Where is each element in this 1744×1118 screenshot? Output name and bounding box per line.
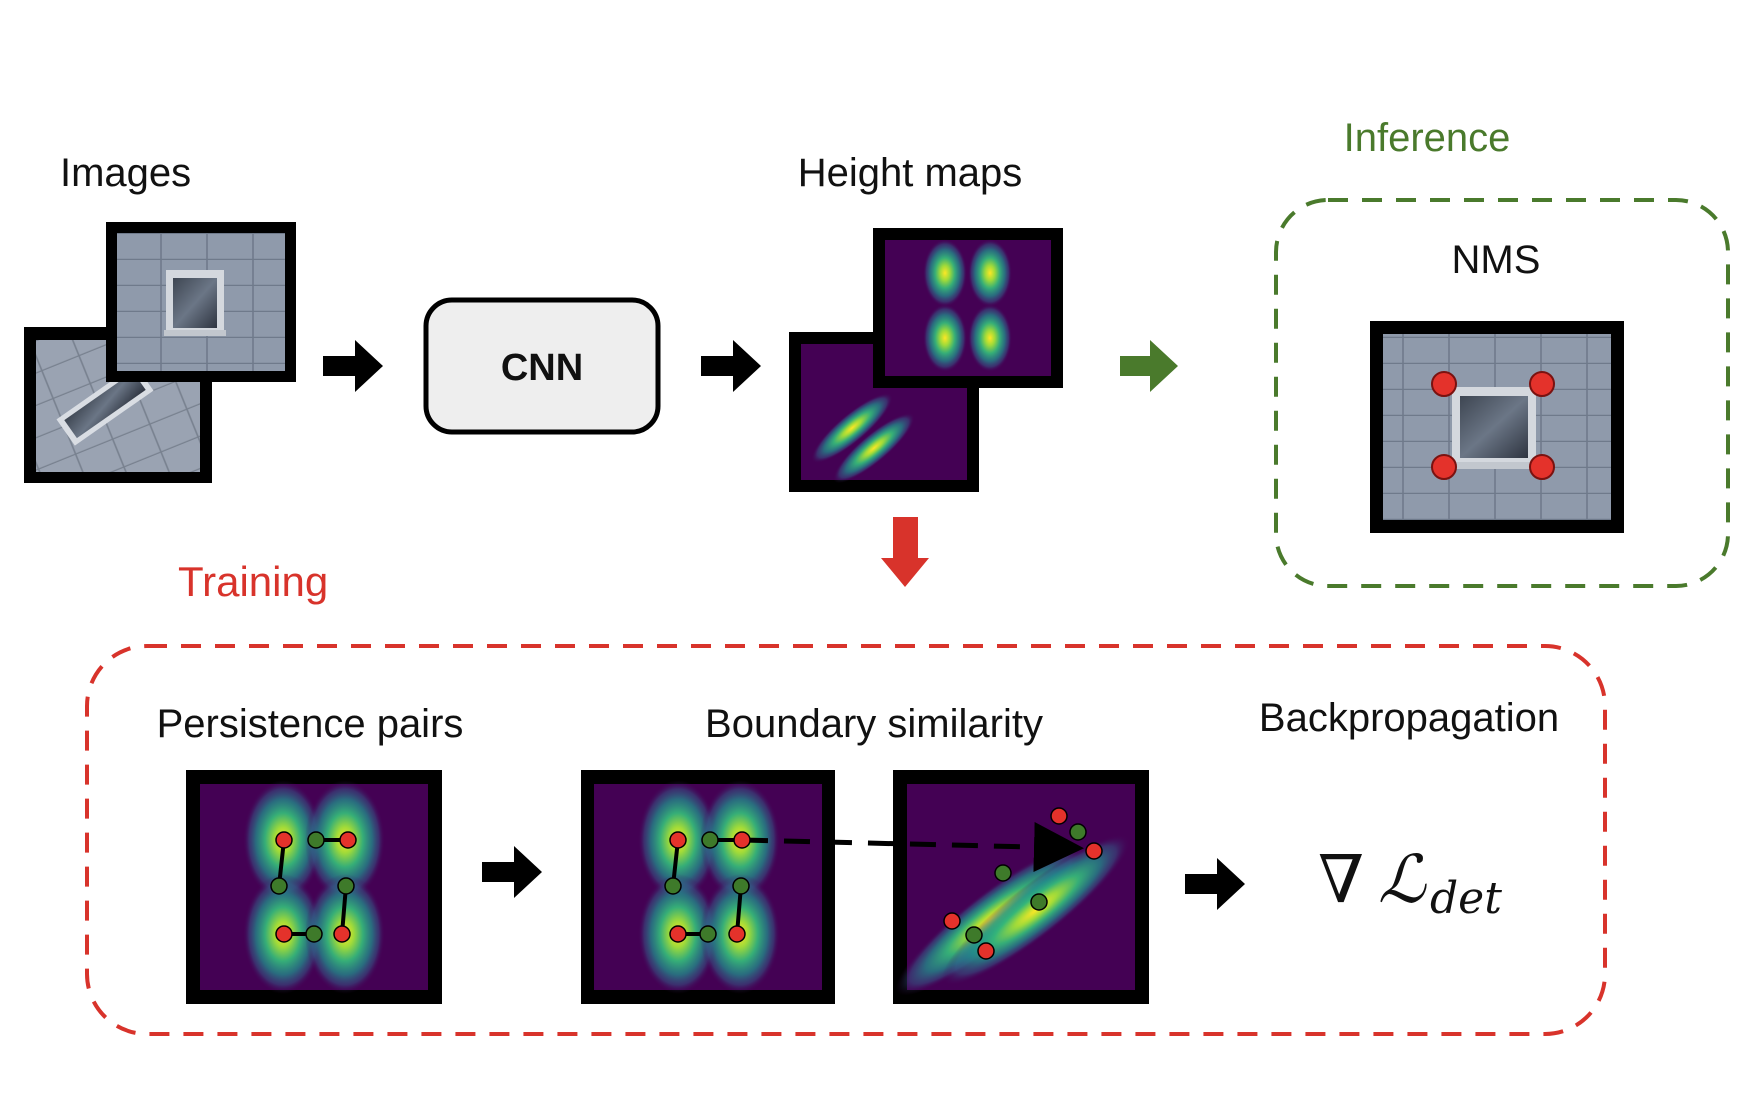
cnn-label: CNN [501, 347, 583, 389]
similarity-green-point [699, 925, 717, 943]
persistence-green-point [307, 831, 325, 849]
arrow-icon [701, 340, 761, 392]
boundary-similarity-map-1 [581, 770, 835, 1004]
nabla-symbol: ∇ [1318, 841, 1364, 918]
persistence-red-point [339, 831, 357, 849]
nms-label: NMS [1452, 238, 1541, 282]
persistence-pairs-map [186, 770, 442, 1004]
persistence-green-point [337, 877, 355, 895]
similarity-red-point [943, 912, 961, 930]
matching-dashed-arrow [741, 822, 1084, 873]
persistence-pairs-label: Persistence pairs [157, 702, 464, 746]
arrow-icon [323, 340, 383, 392]
similarity-red-point [669, 925, 687, 943]
cnn-block [423, 297, 661, 435]
similarity-green-point [732, 877, 750, 895]
inference-label: Inference [1344, 116, 1511, 160]
similarity-red-point [977, 942, 995, 960]
persistence-red-point [333, 925, 351, 943]
images-label: Images [60, 151, 191, 195]
backpropagation-label: Backpropagation [1259, 696, 1559, 740]
similarity-green-point [701, 831, 719, 849]
detected-corner-point [1529, 371, 1555, 397]
detected-corner-point [1529, 454, 1555, 480]
loss-subscript: det [1430, 873, 1502, 924]
training-box [85, 644, 1607, 1036]
arrow-icon [1185, 858, 1245, 910]
training-down-arrow-icon [881, 517, 929, 587]
detected-corner-point [1431, 371, 1457, 397]
height-maps-label: Height maps [798, 151, 1023, 195]
loss-symbol: ℒ [1378, 841, 1427, 918]
similarity-green-point [1069, 823, 1087, 841]
persistence-green-point [270, 877, 288, 895]
persistence-red-point [275, 925, 293, 943]
input-image-front [106, 222, 296, 382]
boundary-similarity-label: Boundary similarity [705, 702, 1043, 746]
nms-result-image [1370, 321, 1624, 533]
detected-corner-point [1431, 454, 1457, 480]
arrow-icon [482, 846, 542, 898]
similarity-green-point [1030, 893, 1048, 911]
inference-box [1274, 198, 1730, 588]
similarity-red-point [1085, 842, 1103, 860]
similarity-red-point [733, 831, 751, 849]
similarity-green-point [994, 864, 1012, 882]
persistence-green-point [305, 925, 323, 943]
similarity-red-point [728, 925, 746, 943]
similarity-red-point [669, 831, 687, 849]
loss-gradient-formula: ∇ ℒ det [1318, 841, 1502, 924]
persistence-red-point [275, 831, 293, 849]
height-map-front [873, 228, 1063, 388]
boundary-similarity-map-2 [893, 770, 1149, 1004]
inference-arrow-icon [1120, 340, 1178, 392]
similarity-red-point [1050, 807, 1068, 825]
training-label: Training [178, 558, 328, 605]
similarity-green-point [664, 877, 682, 895]
similarity-green-point [965, 926, 983, 944]
